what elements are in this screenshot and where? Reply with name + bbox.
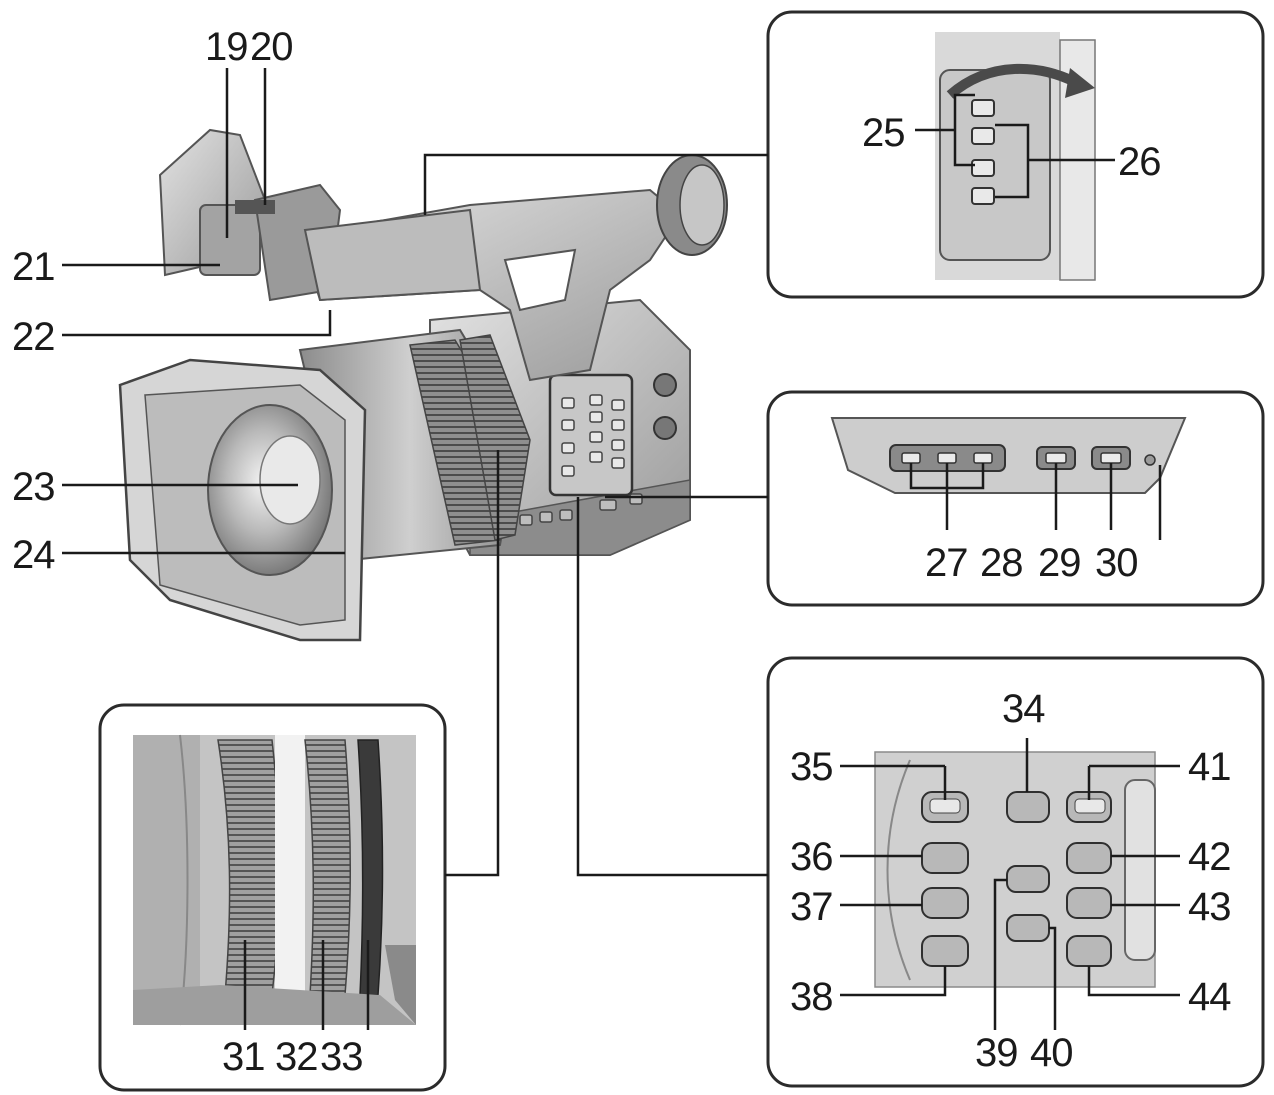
label-42: 42 xyxy=(1188,835,1231,879)
camcorder-illustration xyxy=(118,128,728,642)
label-23: 23 xyxy=(12,465,55,509)
label-22: 22 xyxy=(12,315,55,359)
panel-bottom-right xyxy=(766,656,1265,1088)
label-31: 31 xyxy=(222,1035,265,1079)
label-29: 29 xyxy=(1038,541,1081,585)
label-33: 33 xyxy=(320,1035,363,1079)
label-32: 32 xyxy=(275,1035,318,1079)
label-25: 25 xyxy=(862,111,905,155)
label-27: 27 xyxy=(925,541,968,585)
panel-middle-right xyxy=(766,390,1265,607)
label-26: 26 xyxy=(1118,140,1161,184)
label-44: 44 xyxy=(1188,975,1231,1019)
label-36: 36 xyxy=(790,835,833,879)
label-40: 40 xyxy=(1030,1031,1073,1075)
label-41: 41 xyxy=(1188,745,1231,789)
label-24: 24 xyxy=(12,533,55,577)
label-39: 39 xyxy=(975,1031,1018,1075)
callout-numbers: 19 20 21 22 23 24 25 26 27 28 29 30 31 3… xyxy=(12,25,1232,1079)
label-35: 35 xyxy=(790,745,833,789)
label-19: 19 xyxy=(205,25,248,69)
label-37: 37 xyxy=(790,885,833,929)
label-38: 38 xyxy=(790,975,833,1019)
label-43: 43 xyxy=(1188,885,1231,929)
label-28: 28 xyxy=(980,541,1023,585)
panel-bottom-left xyxy=(98,703,447,1092)
panel-top-right xyxy=(766,10,1265,299)
label-21: 21 xyxy=(12,245,55,289)
connector-lines xyxy=(62,68,768,877)
label-20: 20 xyxy=(250,25,293,69)
label-34: 34 xyxy=(1002,687,1045,731)
label-30: 30 xyxy=(1095,541,1138,585)
